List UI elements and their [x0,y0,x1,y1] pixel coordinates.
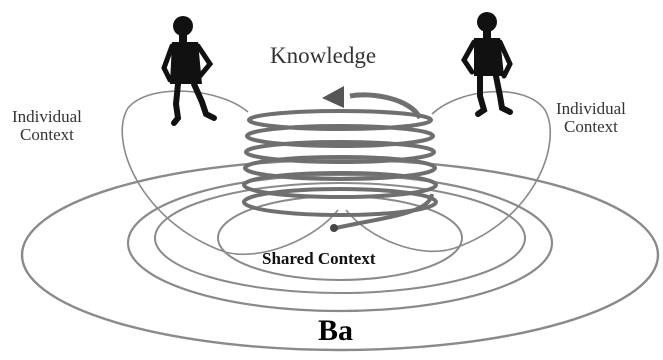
ba-inner-ellipse [154,182,526,294]
right-person-torso [474,38,504,76]
individual-context-right-label: Individual Context [556,99,626,137]
spiral-coil-2 [242,171,438,199]
spiral-arrow-icon [322,86,344,108]
individual-context-right-line1: Individual [556,99,626,118]
right-person-neck [483,30,491,38]
shared-context-label: Shared Context [262,249,376,268]
spiral-tail [335,193,434,230]
left-person-neck [179,34,187,42]
knowledge-label: Knowledge [270,43,377,68]
spiral-coil-5 [245,124,435,148]
individual-context-left-line1: Individual [12,107,82,126]
spiral-start-dot [330,224,338,232]
spiral-coil-4 [244,140,436,164]
knowledge-spiral [242,92,438,230]
right-person-head [477,12,497,32]
left-person-head [173,16,193,36]
right-person-right-leg [493,73,513,115]
right-person-right-arm [497,39,513,79]
spiral-coil-1 [242,187,438,217]
person-standing-icon [161,16,217,126]
left-person-right-arm [195,43,214,79]
ba-label: Ba [318,314,354,347]
left-person-left-leg [171,81,182,126]
individual-context-right-loop [345,90,552,253]
individual-context-left-line2: Context [20,125,74,145]
person-standing-icon [461,12,513,117]
individual-context-right-line2: Context [564,117,618,137]
spiral-coil-6 [247,109,433,131]
left-person-left-arm [161,43,175,83]
right-person-left-leg [475,73,488,117]
right-person-left-arm [461,39,477,75]
spiral-top-arc [349,92,423,120]
left-person-right-leg [191,81,217,121]
individual-context-left-label: Individual Context [12,107,82,145]
spiral-coil-3 [243,155,437,181]
left-person-torso [170,42,202,84]
